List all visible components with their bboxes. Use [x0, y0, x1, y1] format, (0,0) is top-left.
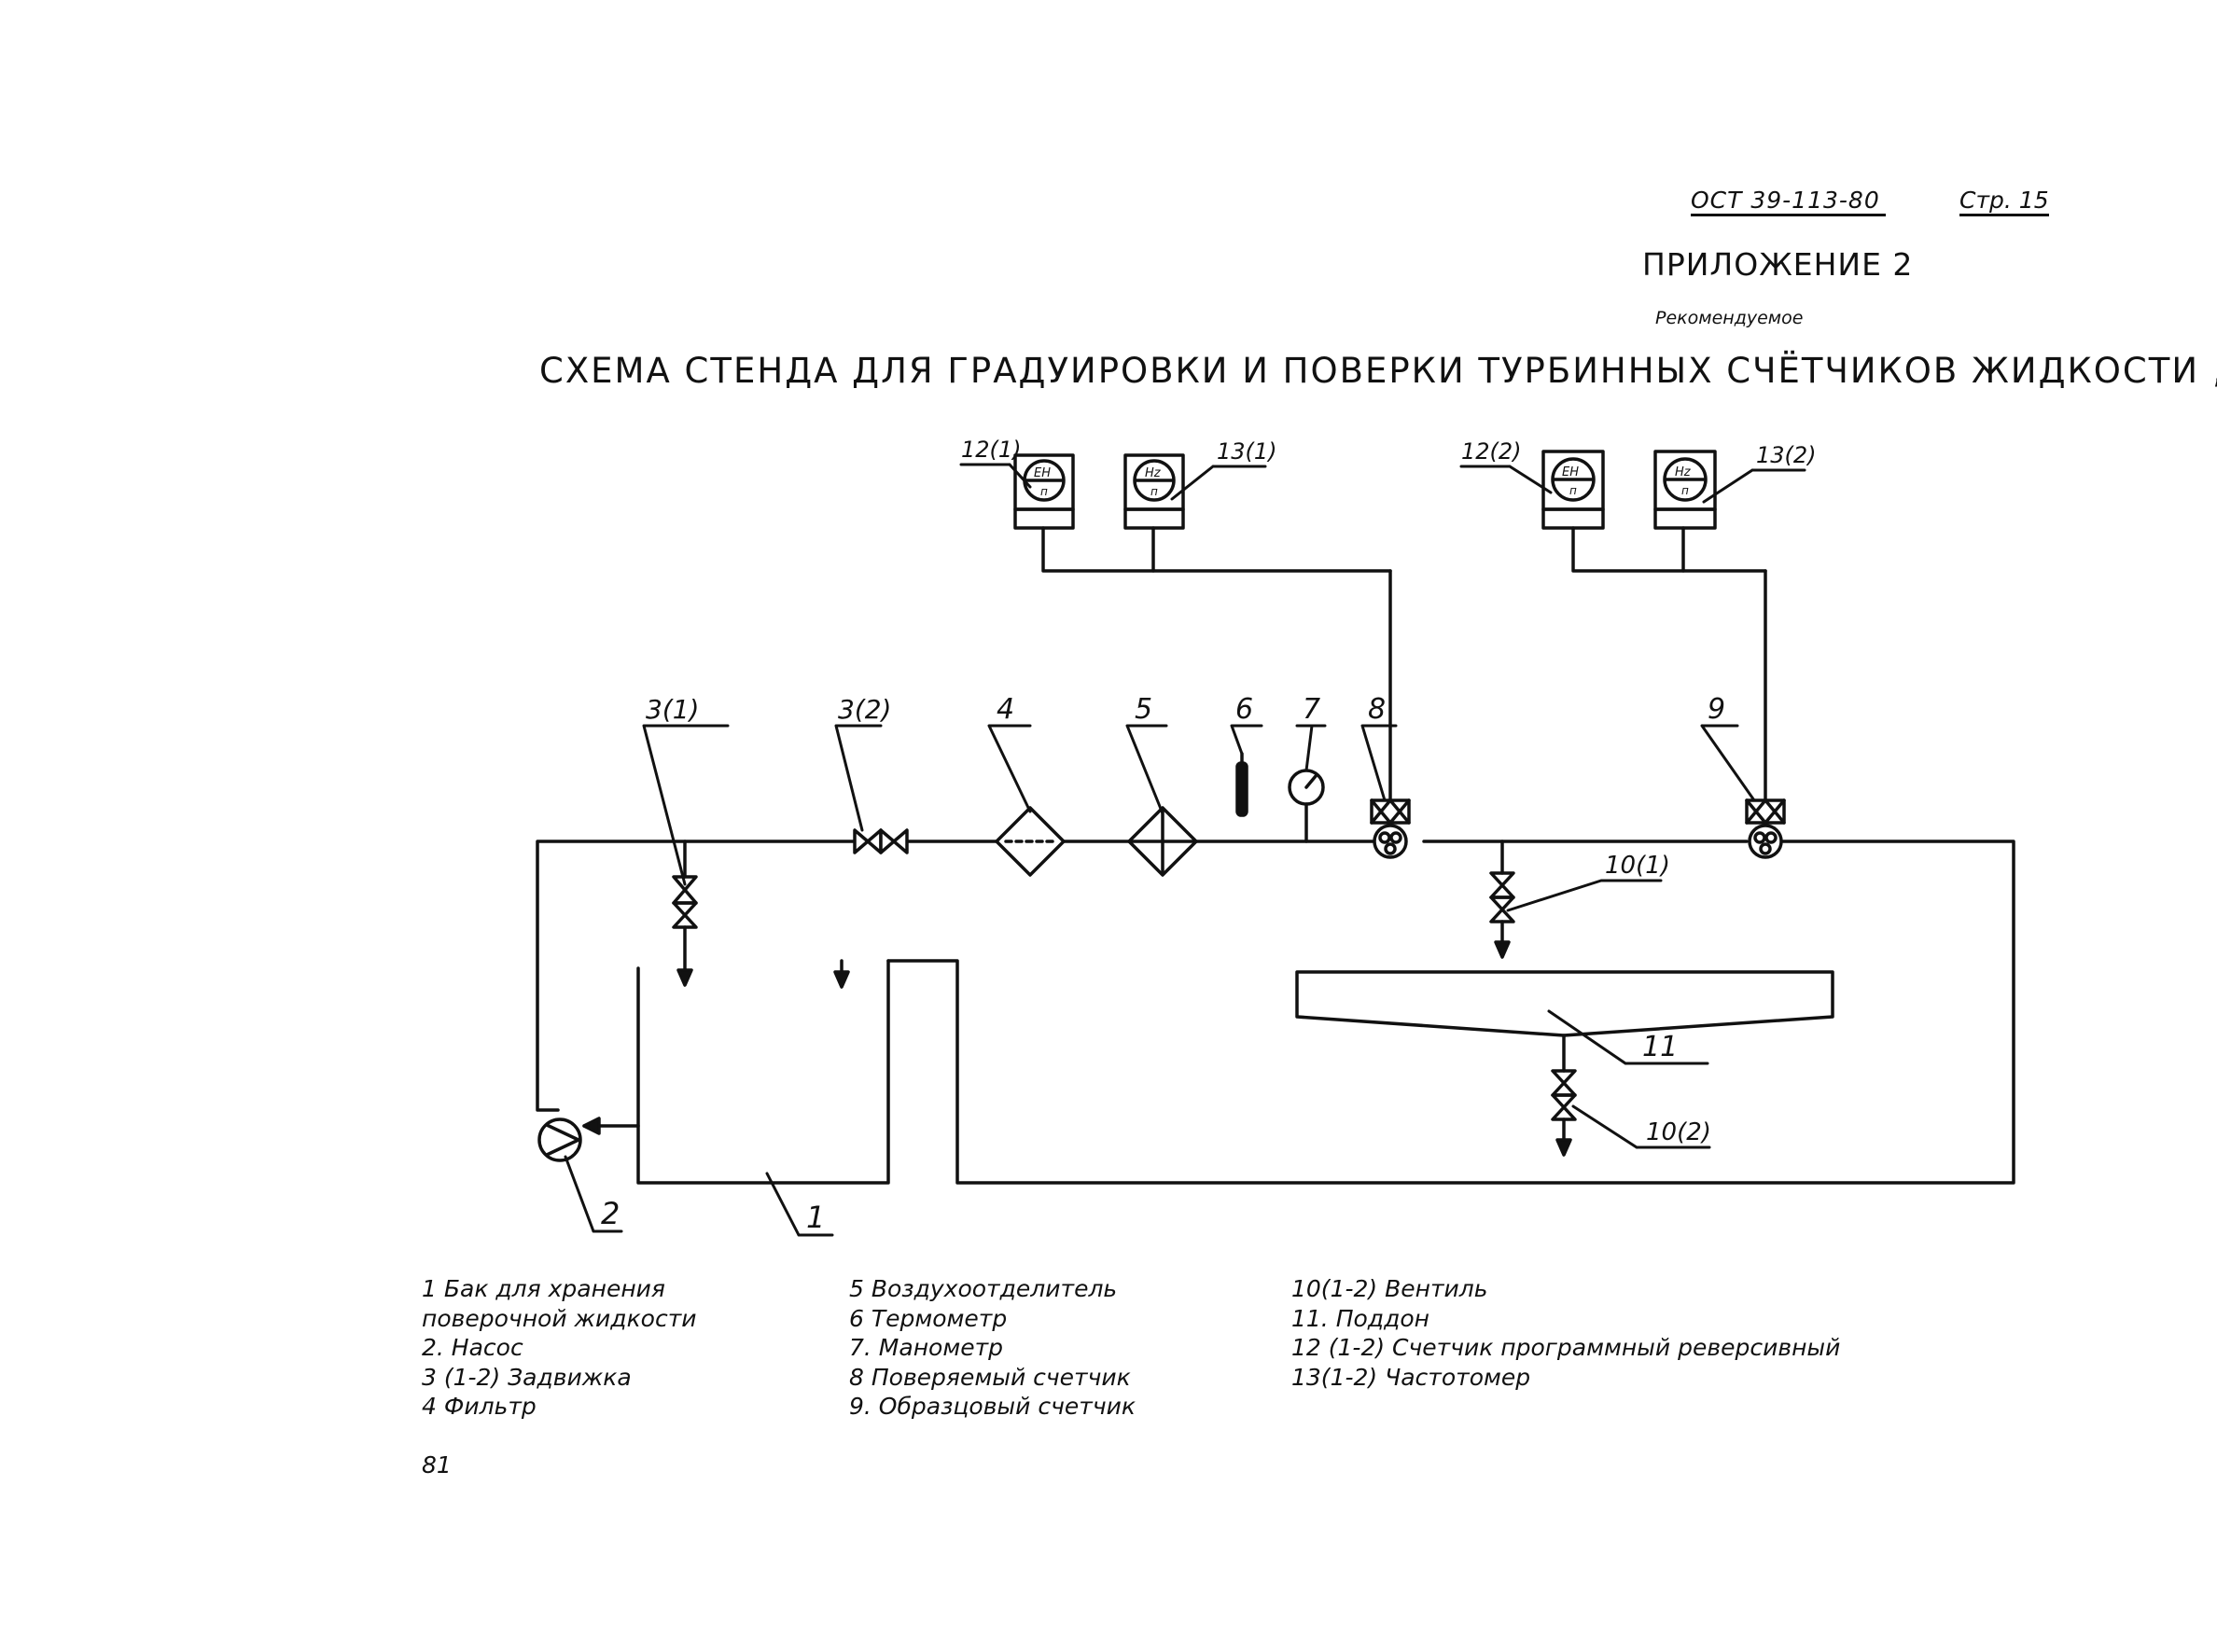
- face-label-counter-2: ЕН: [1562, 465, 1579, 479]
- page-number: 81: [422, 1451, 452, 1478]
- appendix-heading: ПРИЛОЖЕНИЕ 2: [1642, 246, 1914, 283]
- label-12-2: 12(2): [1461, 438, 1522, 465]
- gate-valve-3-1: [672, 840, 698, 987]
- legend-item: 7. Манометр: [849, 1334, 1004, 1361]
- test-meter-8: [1370, 569, 1411, 859]
- legend-item: 4 Фильтр: [422, 1393, 537, 1420]
- legend-item: поверочной жидкости: [422, 1304, 697, 1332]
- pump-symbol: [537, 1118, 582, 1162]
- legend-item: 3 (1-2) Задвижка: [422, 1363, 632, 1391]
- thermometer-6: [1235, 752, 1248, 817]
- label-9: 9: [1708, 693, 1725, 726]
- label-11: 11: [1642, 1031, 1678, 1063]
- label-4: 4: [997, 693, 1014, 726]
- storage-tank: [582, 959, 890, 1185]
- label-7: 7: [1303, 693, 1320, 726]
- label-10-1: 10(1): [1605, 852, 1670, 880]
- manometer-7: [1288, 769, 1325, 843]
- tray-11: [1295, 970, 1834, 1037]
- scheme-title: СХЕМА СТЕНДА ДЛЯ ГРАДУИРОВКИ И ПОВЕРКИ Т…: [539, 351, 2217, 391]
- appendix-status: Рекомендуемое: [1655, 308, 1804, 328]
- face-sub-freq-2: п: [1681, 484, 1689, 497]
- leader-lines: [564, 463, 1806, 1237]
- legend-item: 10(1-2) Вентиль: [1291, 1275, 1488, 1302]
- instrument-group-2: [1541, 450, 1767, 573]
- label-1: 1: [806, 1200, 825, 1235]
- callout-labels: 3(1) 3(2) 4 5 6 7 8 9 10(1) 11 10(2) 1 2…: [601, 437, 1817, 1235]
- main-pipeline: [536, 840, 2015, 1185]
- label-2: 2: [601, 1196, 620, 1231]
- label-6: 6: [1235, 693, 1253, 726]
- legend-column-3: 10(1-2) Вентиль 11. Поддон 12 (1-2) Счет…: [1291, 1274, 1840, 1392]
- label-8: 8: [1368, 693, 1386, 726]
- valve-10-2: [1551, 1034, 1577, 1157]
- label-3-1: 3(1): [646, 694, 699, 725]
- label-5: 5: [1135, 693, 1152, 726]
- instrument-face-labels: ЕН п Нz п ЕН п Нz п: [1034, 465, 1692, 498]
- legend-column-1: 1 Бак для хранения поверочной жидкости 2…: [422, 1274, 697, 1422]
- gate-valve-3-2: [853, 828, 909, 854]
- face-label-freq-2: Нz: [1675, 465, 1692, 479]
- reference-meter-9: [1745, 569, 1786, 859]
- document-code: ОСТ 39-113-80: [1691, 187, 1886, 216]
- sheet-number: Стр. 15: [1959, 187, 2049, 216]
- label-3-2: 3(2): [838, 694, 891, 725]
- legend-item: 13(1-2) Частотомер: [1291, 1363, 1531, 1391]
- legend-item: 9. Образцовый счетчик: [849, 1393, 1136, 1420]
- label-12-1: 12(1): [961, 437, 1022, 463]
- instrument-group-1: [1013, 453, 1392, 573]
- valve-10-1: [1489, 840, 1515, 959]
- label-10-2: 10(2): [1646, 1118, 1711, 1146]
- filter-4: [995, 806, 1066, 877]
- face-sub-freq-1: п: [1150, 485, 1158, 498]
- legend-item: 11. Поддон: [1291, 1304, 1430, 1332]
- label-13-2: 13(2): [1756, 442, 1817, 468]
- face-sub-counter-1: п: [1040, 485, 1048, 498]
- legend-item: 1 Бак для хранения: [422, 1275, 665, 1302]
- air-separator-5: [1127, 806, 1198, 877]
- legend-item: 2. Насос: [422, 1334, 523, 1361]
- face-sub-counter-2: п: [1569, 484, 1577, 497]
- legend-column-2: 5 Воздухоотделитель 6 Термометр 7. Маном…: [849, 1274, 1136, 1422]
- legend-item: 8 Поверяемый счетчик: [849, 1363, 1131, 1391]
- legend-item: 12 (1-2) Счетчик программный реверсивный: [1291, 1334, 1841, 1361]
- return-pipe: [833, 959, 850, 989]
- legend-item: 5 Воздухоотделитель: [849, 1275, 1118, 1302]
- face-label-freq-1: Нz: [1145, 466, 1162, 480]
- face-label-counter-1: ЕН: [1034, 466, 1051, 480]
- legend-item: 6 Термометр: [849, 1304, 1008, 1332]
- label-13-1: 13(1): [1217, 438, 1277, 465]
